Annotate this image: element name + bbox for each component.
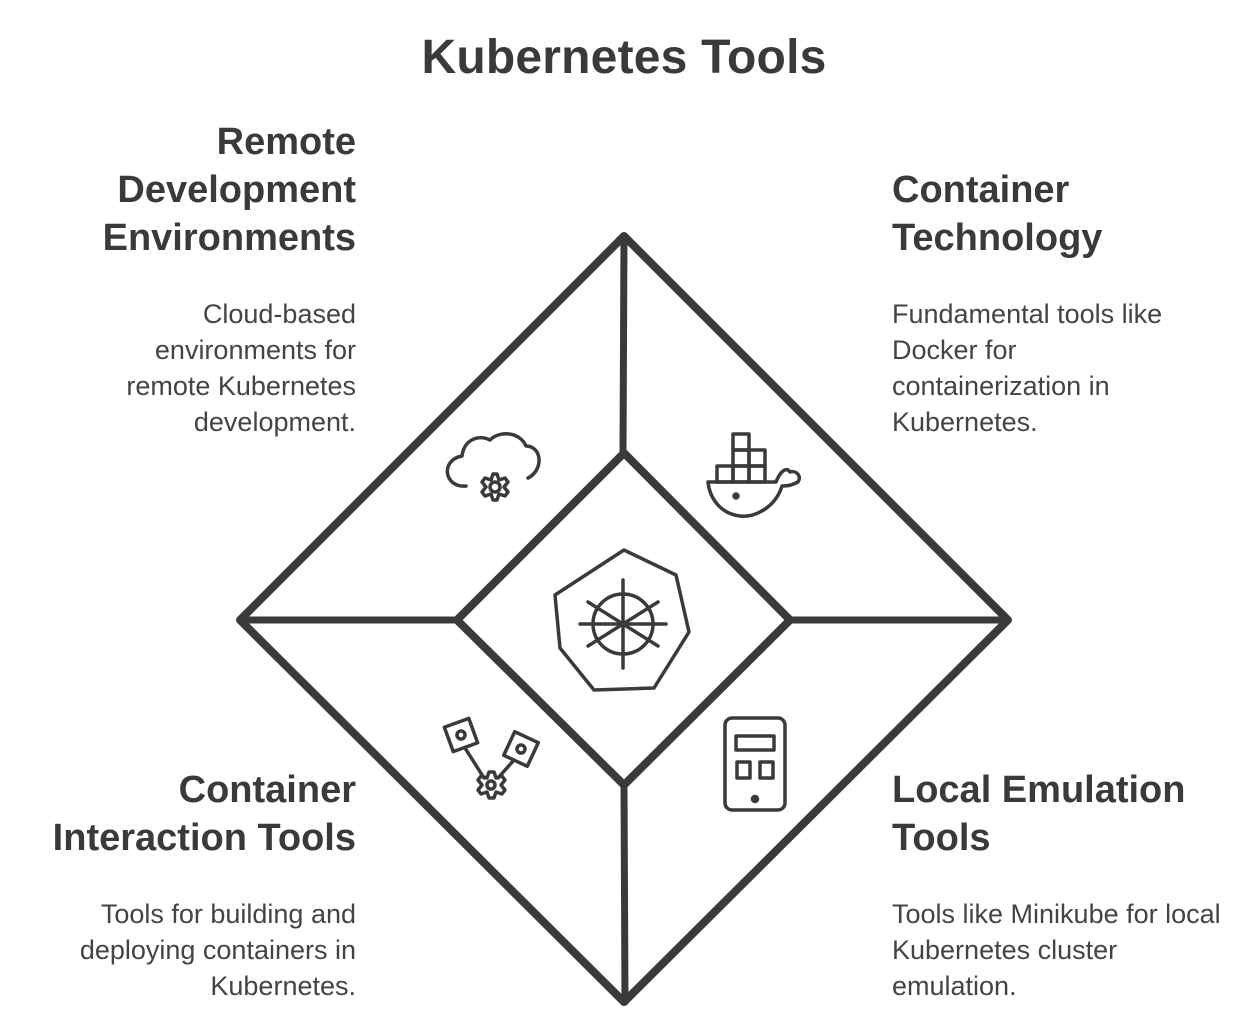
remote-dev-heading: Remote Development Environments: [102, 121, 356, 259]
interaction-tools-description: Tools for building and deploying contain…: [79, 899, 356, 1001]
local-emulation-heading: Local Emulation Tools: [892, 769, 1186, 859]
tablet-icon: [723, 716, 787, 812]
local-emulation-block: Local Emulation Tools Tools like Minikub…: [892, 766, 1222, 1004]
interaction-tools-block: Container Interaction Tools Tools for bu…: [26, 766, 356, 1004]
divider-top: [619, 232, 628, 457]
cloud-gear-icon: [445, 432, 541, 502]
remote-dev-description: Cloud-based environments for remote Kube…: [126, 299, 356, 437]
container-tech-description: Fundamental tools like Docker for contai…: [892, 299, 1163, 437]
remote-dev-block: Remote Development Environments Cloud-ba…: [26, 118, 356, 440]
docker-whale-icon: [706, 432, 802, 518]
container-tech-block: Container Technology Fundamental tools l…: [892, 166, 1222, 440]
local-emulation-description: Tools like Minikube for local Kubernetes…: [892, 899, 1221, 1001]
diagram-title: Kubernetes Tools: [421, 31, 827, 84]
kubernetes-helm-icon: [553, 548, 691, 692]
pistons-gear-icon: [442, 716, 541, 800]
container-tech-heading: Container Technology: [892, 169, 1103, 259]
divider-bottom: [620, 781, 629, 1006]
interaction-tools-heading: Container Interaction Tools: [52, 769, 356, 859]
